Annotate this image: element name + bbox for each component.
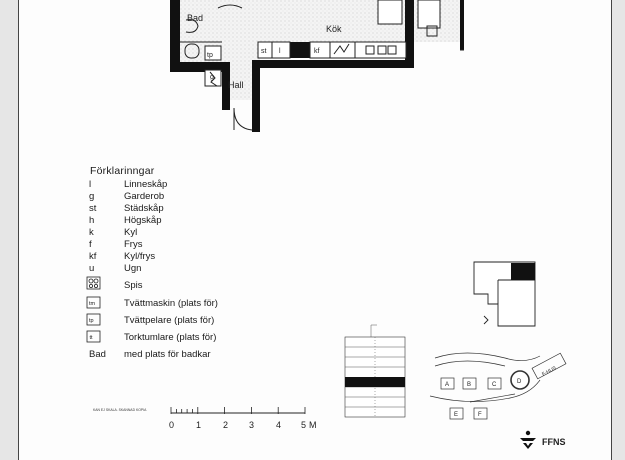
legend-desc: Tvättmaskin (plats för) bbox=[124, 298, 218, 309]
site-building-label: C bbox=[492, 382, 497, 388]
stove-symbol-icon bbox=[86, 276, 101, 290]
site-plan: A B C D E F F-HUS bbox=[429, 352, 567, 420]
fixture-g-label: g bbox=[210, 74, 214, 81]
scale-bar bbox=[170, 407, 306, 414]
apartment-floor-plan: Bad Kök Hall tp g st l kf bbox=[170, 0, 464, 132]
room-bath-label: Bad bbox=[187, 13, 203, 23]
scale-unit-label: M bbox=[309, 420, 317, 430]
legend-desc: Kyl/frys bbox=[124, 251, 156, 262]
site-building-label: D bbox=[517, 379, 522, 385]
legend-code: Bad bbox=[89, 349, 106, 360]
svg-text:tp: tp bbox=[89, 318, 94, 324]
washing-machine-symbol-icon bbox=[86, 296, 101, 309]
svg-text:tm: tm bbox=[89, 301, 96, 307]
legend-code: l bbox=[89, 179, 92, 190]
interior-lines bbox=[180, 0, 464, 131]
legend-desc: Städskåp bbox=[124, 203, 164, 214]
scale-tick-label: 0 bbox=[169, 420, 175, 430]
legend-desc: Garderob bbox=[124, 191, 165, 202]
legend-desc: Kyl bbox=[124, 227, 138, 238]
scale-tick-label: 5 bbox=[301, 420, 307, 430]
site-building-label: F bbox=[478, 412, 482, 418]
fixture-l-label: l bbox=[279, 48, 281, 55]
legend-code: g bbox=[89, 191, 95, 202]
legend-code: k bbox=[89, 227, 94, 238]
site-building-label: E bbox=[454, 412, 458, 418]
scale-tick-label: 4 bbox=[276, 420, 282, 430]
building-footprint-key bbox=[473, 261, 536, 327]
plan-labels: Bad Kök Hall tp g st l kf bbox=[187, 13, 342, 90]
legend-code: f bbox=[89, 239, 92, 250]
site-building-label: A bbox=[445, 382, 449, 388]
scale-tick-label: 3 bbox=[249, 420, 255, 430]
svg-text:tt: tt bbox=[90, 335, 94, 341]
building-section-key bbox=[344, 324, 406, 418]
legend-title: Förklarinngar bbox=[90, 165, 155, 177]
legend-desc: Tvättpelare (plats för) bbox=[124, 315, 215, 326]
apartment-location-marker bbox=[511, 263, 535, 280]
scale-tick-label: 2 bbox=[223, 420, 229, 430]
legend-code: u bbox=[89, 263, 95, 274]
legend-desc: Ugn bbox=[124, 263, 142, 274]
legend-code: st bbox=[89, 203, 97, 214]
legend-desc: Spis bbox=[124, 280, 143, 291]
highlighted-floor bbox=[345, 377, 405, 387]
legend-desc: Högskåp bbox=[124, 215, 162, 226]
fixture-st-label: st bbox=[261, 48, 267, 55]
site-building-label: B bbox=[467, 382, 471, 388]
washing-tower-symbol-icon bbox=[86, 313, 101, 326]
fixture-kf-label: kf bbox=[314, 48, 320, 55]
legend-code: kf bbox=[89, 251, 97, 262]
legend-desc: med plats för badkar bbox=[124, 349, 211, 360]
room-hall-label: Hall bbox=[228, 80, 244, 90]
room-kitchen-label: Kök bbox=[326, 24, 342, 34]
legend-desc: Torktumlare (plats för) bbox=[124, 332, 217, 343]
legend-desc: Frys bbox=[124, 239, 143, 250]
site-road-label: F-HUS bbox=[541, 365, 558, 378]
walls bbox=[170, 0, 464, 132]
tumble-dryer-symbol-icon bbox=[86, 330, 101, 343]
small-print: KAN EJ SKALA. SKANNAD KOPIA bbox=[93, 408, 147, 412]
scale-tick-label: 1 bbox=[196, 420, 202, 430]
legend-desc: Linneskåp bbox=[124, 179, 168, 190]
legend-symbols: tm tp tt bbox=[86, 276, 101, 343]
ffns-logo-icon bbox=[520, 430, 536, 449]
legend-code: h bbox=[89, 215, 95, 226]
fixture-tp-label: tp bbox=[207, 52, 213, 59]
ffns-logo-text: FFNS bbox=[542, 437, 566, 447]
